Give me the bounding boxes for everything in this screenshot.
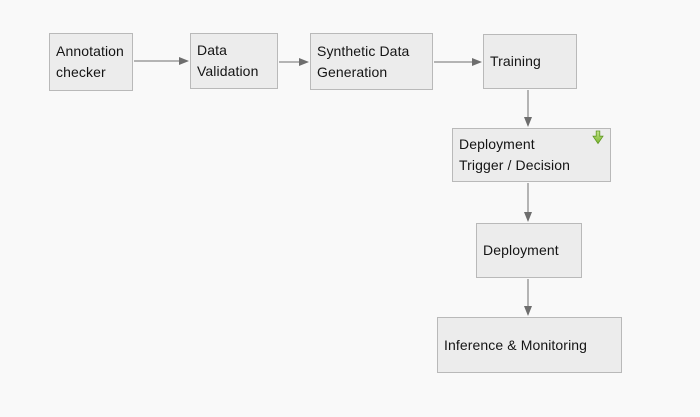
node-inference-and-monitoring-label: Inference & Monitoring	[444, 336, 588, 353]
node-synthetic-data-generation: Synthetic Data Generation	[310, 33, 433, 90]
node-data-validation-label: Data Validation	[197, 42, 259, 79]
node-annotation-checker: Annotation checker	[49, 33, 133, 91]
node-data-validation: Data Validation	[190, 33, 278, 89]
node-training-label: Training	[490, 53, 541, 69]
node-deployment: Deployment	[476, 223, 582, 278]
node-deployment-trigger-decision: Deployment Trigger / Decision	[452, 128, 611, 182]
node-synthetic-data-generation-label: Synthetic Data Generation	[317, 42, 410, 80]
node-deployment-trigger-decision-label: Deployment Trigger / Decision	[459, 136, 570, 173]
node-inference-and-monitoring: Inference & Monitoring	[437, 317, 622, 373]
node-deployment-label: Deployment	[483, 242, 559, 258]
node-training: Training	[483, 34, 577, 89]
node-annotation-checker-label: Annotation checker	[56, 43, 124, 80]
green-download-arrow-icon	[592, 130, 604, 145]
